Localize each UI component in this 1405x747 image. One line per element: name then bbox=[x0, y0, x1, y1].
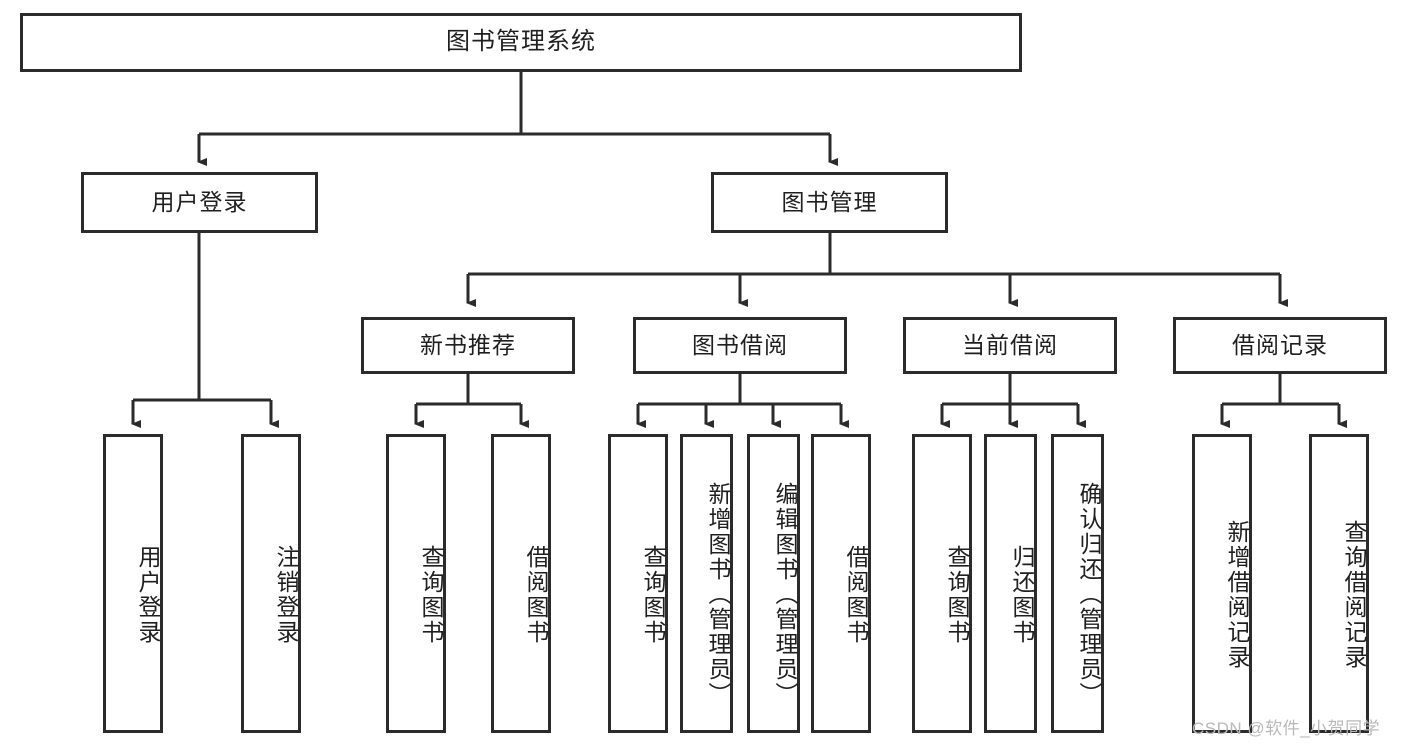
node-root-system[interactable]: 图书管理系统 bbox=[20, 13, 1022, 72]
node-label: 用户登录 bbox=[135, 544, 161, 645]
node-book-borrow[interactable]: 图书借阅 bbox=[633, 317, 847, 374]
node-book-management[interactable]: 图书管理 bbox=[711, 172, 948, 233]
leaf-user-login-logout[interactable]: 注销登录 bbox=[241, 434, 301, 733]
node-label: 查询图书 bbox=[944, 544, 970, 645]
node-label: 归还图书 bbox=[1009, 544, 1035, 645]
leaf-current-borrow-return-book[interactable]: 归还图书 bbox=[984, 434, 1037, 733]
leaf-book-borrow-query-book[interactable]: 查询图书 bbox=[608, 434, 668, 733]
node-current-borrow[interactable]: 当前借阅 bbox=[903, 317, 1117, 374]
node-borrow-record[interactable]: 借阅记录 bbox=[1173, 317, 1387, 374]
leaf-current-borrow-query-book[interactable]: 查询图书 bbox=[912, 434, 972, 733]
node-new-book-recommend[interactable]: 新书推荐 bbox=[361, 317, 575, 374]
leaf-book-borrow-borrow-book[interactable]: 借阅图书 bbox=[811, 434, 871, 733]
node-label: 当前借阅 bbox=[962, 331, 1058, 358]
node-label: 图书管理系统 bbox=[446, 28, 596, 56]
node-user-login[interactable]: 用户登录 bbox=[81, 172, 318, 233]
leaf-user-login-do-login[interactable]: 用户登录 bbox=[103, 434, 163, 733]
leaf-new-book-borrow-book[interactable]: 借阅图书 bbox=[491, 434, 551, 733]
leaf-book-borrow-add-book-admin[interactable]: 新增图书（管理员） bbox=[680, 434, 733, 733]
leaf-borrow-record-add-record[interactable]: 新增借阅记录 bbox=[1192, 434, 1252, 733]
node-label: 图书管理 bbox=[781, 188, 878, 215]
node-label: 注销登录 bbox=[273, 544, 299, 645]
node-label: 新增图书（管理员） bbox=[705, 482, 731, 707]
node-label: 用户登录 bbox=[151, 188, 248, 215]
leaf-borrow-record-query-record[interactable]: 查询借阅记录 bbox=[1309, 434, 1369, 733]
node-label: 确认归还（管理员） bbox=[1076, 482, 1102, 707]
node-label: 查询图书 bbox=[640, 544, 666, 645]
node-label: 借阅记录 bbox=[1232, 331, 1328, 358]
node-label: 借阅图书 bbox=[843, 544, 869, 645]
node-label: 编辑图书（管理员） bbox=[772, 482, 798, 707]
leaf-current-borrow-confirm-return-admin[interactable]: 确认归还（管理员） bbox=[1051, 434, 1104, 733]
node-label: 查询借阅记录 bbox=[1341, 519, 1367, 670]
node-label: 新书推荐 bbox=[420, 331, 516, 358]
csdn-watermark: CSDN @软件_小贺同学 bbox=[1192, 719, 1381, 738]
node-label: 新增借阅记录 bbox=[1224, 519, 1250, 670]
node-label: 图书借阅 bbox=[692, 331, 788, 358]
node-label: 借阅图书 bbox=[523, 544, 549, 645]
leaf-new-book-query-book[interactable]: 查询图书 bbox=[386, 434, 446, 733]
node-label: 查询图书 bbox=[418, 544, 444, 645]
leaf-book-borrow-edit-book-admin[interactable]: 编辑图书（管理员） bbox=[747, 434, 800, 733]
